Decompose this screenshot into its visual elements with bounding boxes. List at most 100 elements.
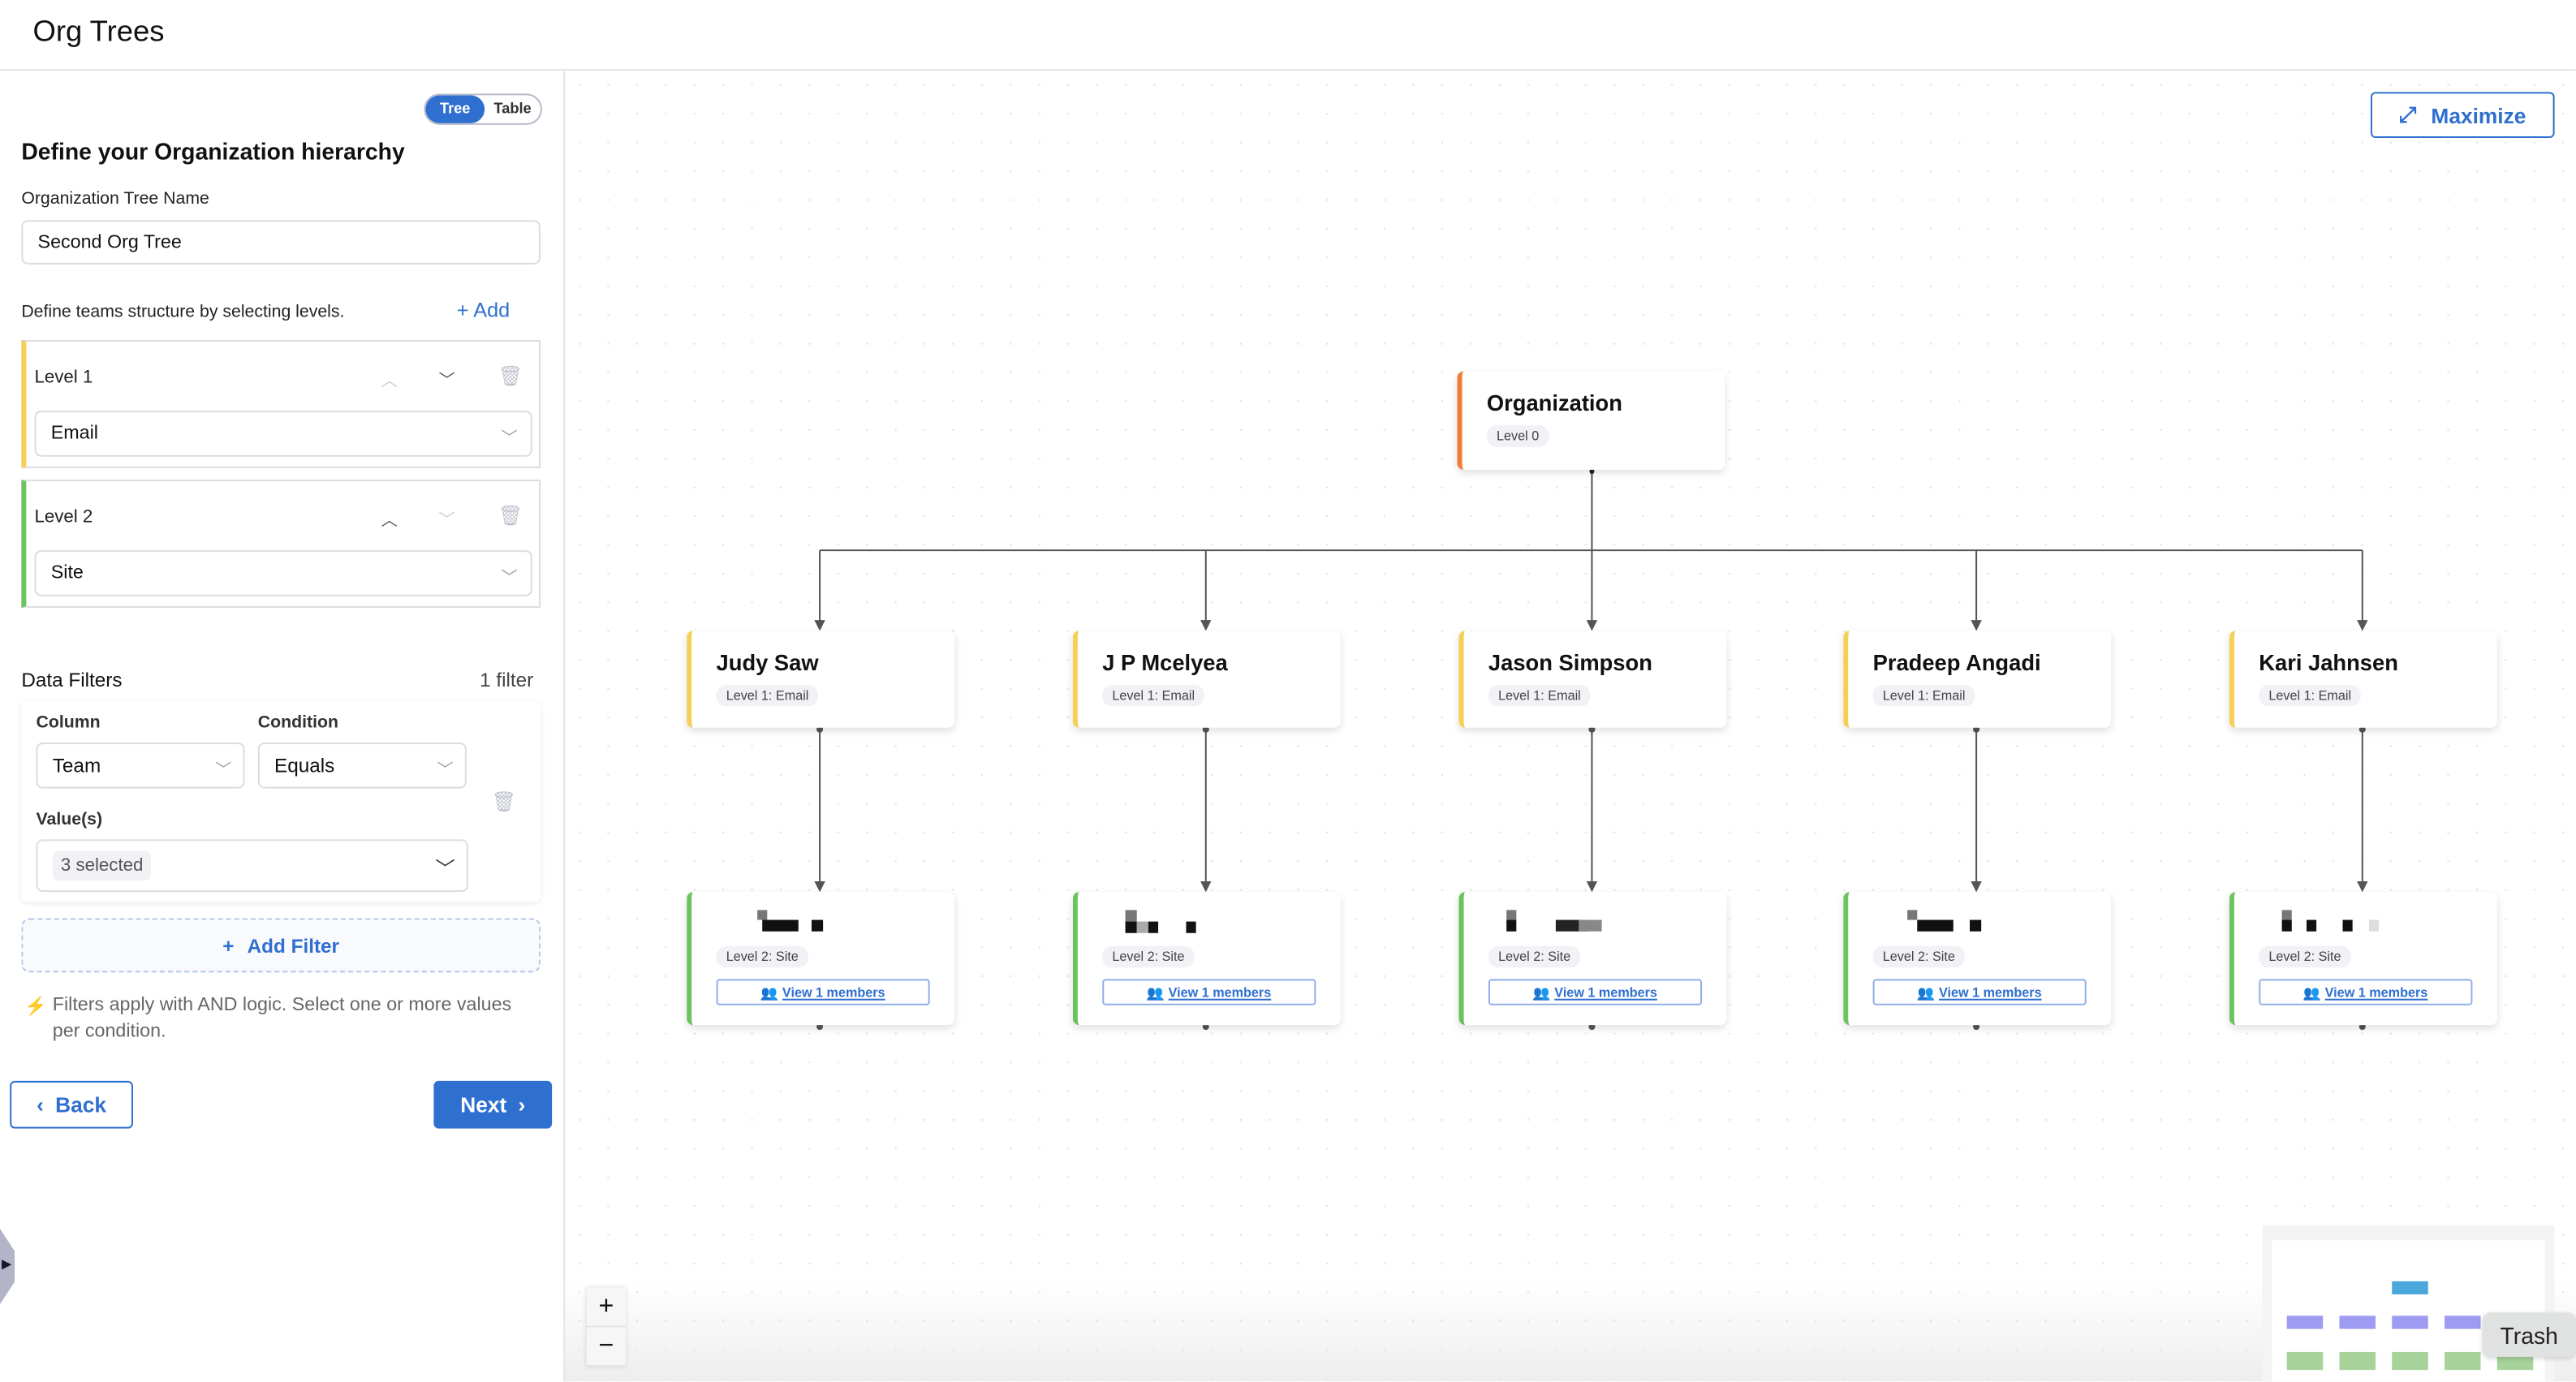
move-down-icon[interactable]: ﹀ [438, 512, 455, 531]
trash-icon[interactable]: 🗑 [498, 364, 523, 388]
view-members-button[interactable]: 👥View 1 members [2259, 979, 2473, 1005]
tree-name-label: Organization Tree Name [21, 188, 209, 209]
chevron-right-icon: › [518, 1092, 526, 1117]
view-members-button[interactable]: 👥View 1 members [716, 979, 930, 1005]
level-2-node[interactable]: Level 2: Site 👥View 1 members [687, 892, 955, 1026]
next-label: Next [460, 1092, 507, 1117]
org-root-node[interactable]: Organization Level 0 [1457, 371, 1725, 470]
arrow-head [1586, 880, 1598, 893]
move-up-icon[interactable]: ︿ [381, 512, 398, 531]
values-label: Value(s) [36, 809, 103, 830]
view-members-button[interactable]: 👥View 1 members [1488, 979, 1703, 1005]
levels-hint: Define teams structure by selecting leve… [21, 302, 345, 322]
trash-tooltip: Trash [2482, 1312, 2576, 1357]
level-2-node[interactable]: Level 2: Site👥View 1 members [1843, 892, 2112, 1026]
level-2-card: Level 2 ︿ ﹀ 🗑 Site﹀ [21, 480, 541, 608]
level-1-value: Email [50, 424, 98, 444]
tree-name-input[interactable]: Second Org Tree [21, 220, 541, 265]
tree-name-value: Second Org Tree [37, 232, 182, 252]
node-name: Jason Simpson [1488, 650, 1652, 675]
users-icon: 👥 [1147, 984, 1164, 1000]
node-level-badge: Level 1: Email [1872, 685, 1975, 707]
view-members-label: View 1 members [782, 984, 885, 1000]
canvas-fade [565, 1281, 2576, 1382]
move-up-icon[interactable]: ︿ [381, 372, 398, 391]
maximize-button[interactable]: ⤢Maximize [2370, 92, 2555, 139]
arrow-head [1971, 620, 1982, 631]
values-select[interactable]: 3 selected﹀ [36, 839, 468, 893]
move-down-icon[interactable]: ﹀ [438, 372, 455, 391]
chevron-left-icon: ‹ [37, 1092, 44, 1117]
toggle-table[interactable]: Table [493, 100, 532, 117]
level-2-node[interactable]: Level 2: Site👥View 1 members [1072, 892, 1341, 1026]
node-name: Judy Saw [716, 650, 819, 675]
arrow-head [2357, 880, 2368, 893]
node-level-badge: Level 2: Site [2259, 945, 2351, 968]
filter-note: Filters apply with AND logic. Select one… [52, 995, 512, 1042]
zoom-out-button[interactable]: − [586, 1328, 627, 1367]
values-chip: 3 selected [52, 850, 152, 880]
play-icon: ▶ [2, 1256, 12, 1272]
arrow-head [1200, 620, 1212, 631]
toggle-tree[interactable]: Tree [425, 95, 485, 123]
back-button[interactable]: ‹Back [10, 1080, 133, 1129]
condition-value: Equals [274, 754, 335, 777]
zoom-in-button[interactable]: + [586, 1288, 627, 1328]
view-members-label: View 1 members [1554, 984, 1657, 1000]
users-icon: 👥 [760, 984, 778, 1000]
node-level-badge: Level 1: Email [1102, 685, 1205, 707]
trash-icon[interactable]: 🗑 [498, 504, 523, 527]
app-title: Org Trees [32, 15, 165, 48]
column-select[interactable]: Team﹀ [36, 742, 245, 789]
node-name: Kari Jahnsen [2259, 650, 2398, 675]
chevron-down-icon: ﹀ [501, 430, 518, 449]
data-filters-title: Data Filters [21, 668, 123, 692]
node-level-badge: Level 1: Email [716, 685, 819, 707]
redacted-name [1121, 910, 1236, 933]
add-level-button[interactable]: + Add [457, 299, 510, 321]
redacted-name [734, 910, 850, 932]
level-2-select[interactable]: Site ﹀ [34, 550, 532, 596]
zoom-controls: + − [586, 1287, 627, 1367]
level-2-node[interactable]: Level 2: Site👥View 1 members [1458, 892, 1727, 1026]
level-1-label: Level 1 [34, 368, 93, 388]
minimap-node [2286, 1351, 2324, 1371]
level-2-value: Site [50, 563, 84, 583]
users-icon: 👥 [2303, 984, 2320, 1000]
redacted-name [1891, 910, 2006, 932]
view-toggle[interactable]: Tree Table [424, 93, 542, 125]
condition-select[interactable]: Equals﹀ [257, 742, 467, 789]
add-filter-button[interactable]: +Add Filter [21, 918, 541, 973]
minimap-node [2392, 1351, 2428, 1371]
view-members-button[interactable]: 👥View 1 members [1872, 979, 2087, 1005]
minimap[interactable] [2262, 1225, 2555, 1382]
users-icon: 👥 [1917, 984, 1934, 1000]
arrow-head [1200, 880, 1212, 893]
plus-icon: + [456, 299, 469, 322]
view-members-button[interactable]: 👥View 1 members [1102, 979, 1316, 1005]
sidebar-heading: Define your Organization hierarchy [21, 138, 405, 165]
condition-label: Condition [257, 713, 338, 733]
redacted-name [1506, 910, 1622, 932]
delete-filter-icon[interactable]: 🗑 [491, 790, 517, 813]
next-button[interactable]: Next › [433, 1080, 553, 1129]
sidebar-collapse-handle[interactable]: ▶ [0, 1229, 15, 1305]
redacted-name [2277, 910, 2393, 932]
chevron-down-icon: ﹀ [501, 570, 518, 588]
node-name: Pradeep Angadi [1872, 650, 2041, 675]
node-level-badge: Level 0 [1486, 425, 1549, 447]
add-level-label: Add [473, 299, 510, 322]
level-2-node[interactable]: Level 2: Site 👥View 1 members [2229, 892, 2497, 1026]
column-label: Column [36, 713, 101, 733]
node-level-badge: Level 2: Site [716, 945, 808, 968]
level-1-select[interactable]: Email ﹀ [34, 411, 532, 457]
lightning-icon: ⚡ [24, 997, 48, 1017]
column-value: Team [52, 754, 101, 777]
level-1-card: Level 1 ︿ ﹀ 🗑 Email ﹀ [21, 340, 541, 468]
